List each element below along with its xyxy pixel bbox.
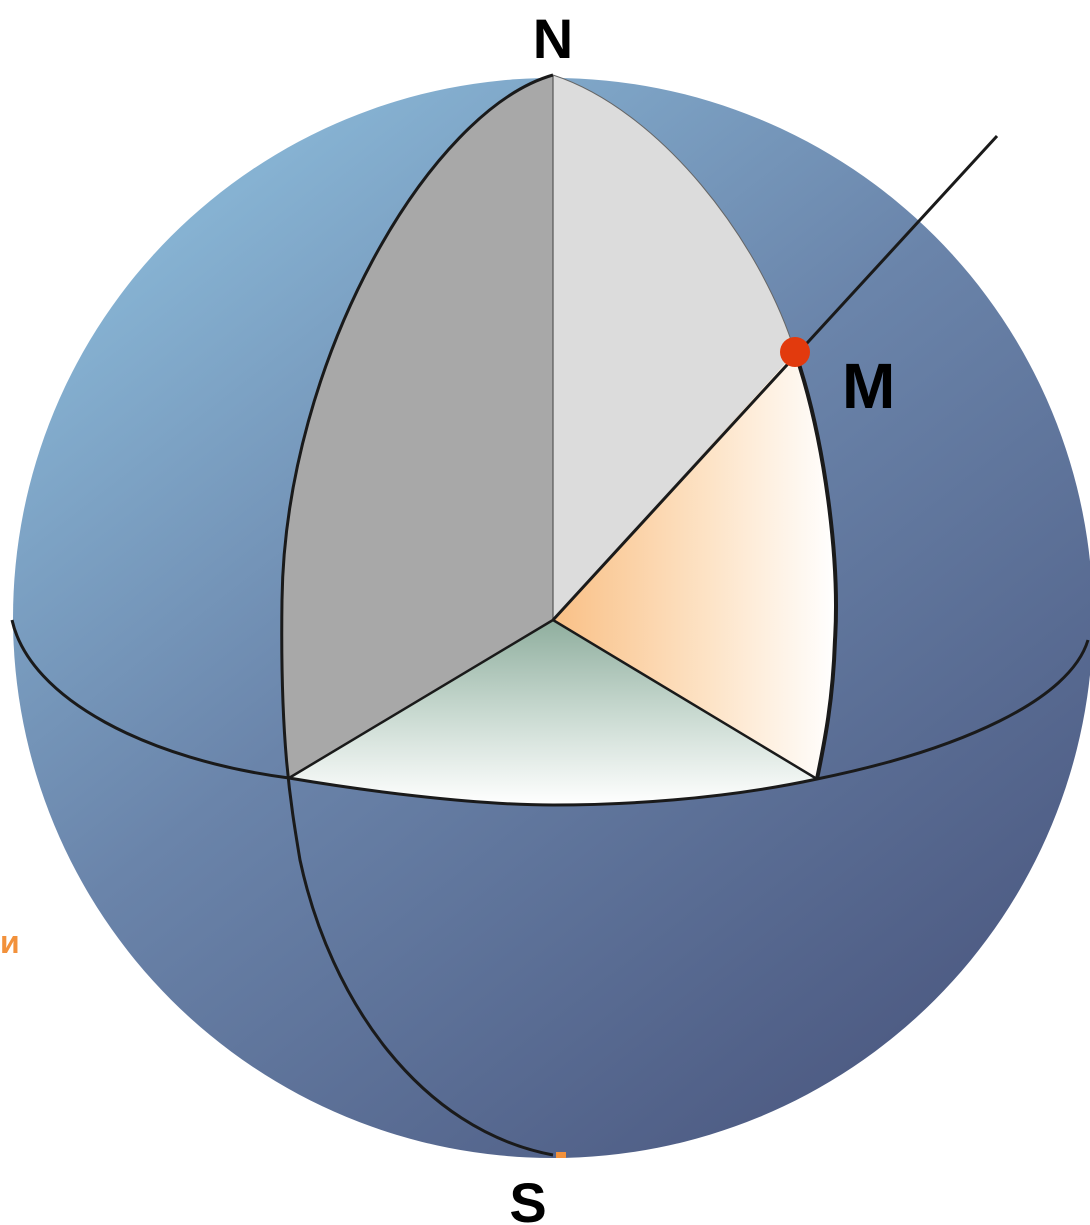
radius-to-left: [288, 618, 554, 780]
meridian-plane-gray: [281, 75, 553, 778]
left-text-fragment: и: [0, 924, 20, 960]
label-south: S: [509, 1171, 546, 1225]
meridian-arc-m: [793, 351, 838, 780]
equator-sector-green: [289, 620, 817, 805]
equator-line: [10, 619, 1090, 807]
meridian-plane-light: [553, 75, 795, 620]
point-m: [780, 337, 810, 367]
label-north: N: [533, 7, 573, 70]
meridian-arc-back-top: [552, 74, 796, 353]
label-point-m: M: [842, 350, 895, 422]
south-mark: [556, 1152, 566, 1158]
meridian-arc-front: [280, 73, 554, 1157]
radius-to-right: [552, 618, 818, 781]
radius-ray-om: [551, 134, 999, 622]
longitude-sector-orange: [553, 352, 836, 779]
